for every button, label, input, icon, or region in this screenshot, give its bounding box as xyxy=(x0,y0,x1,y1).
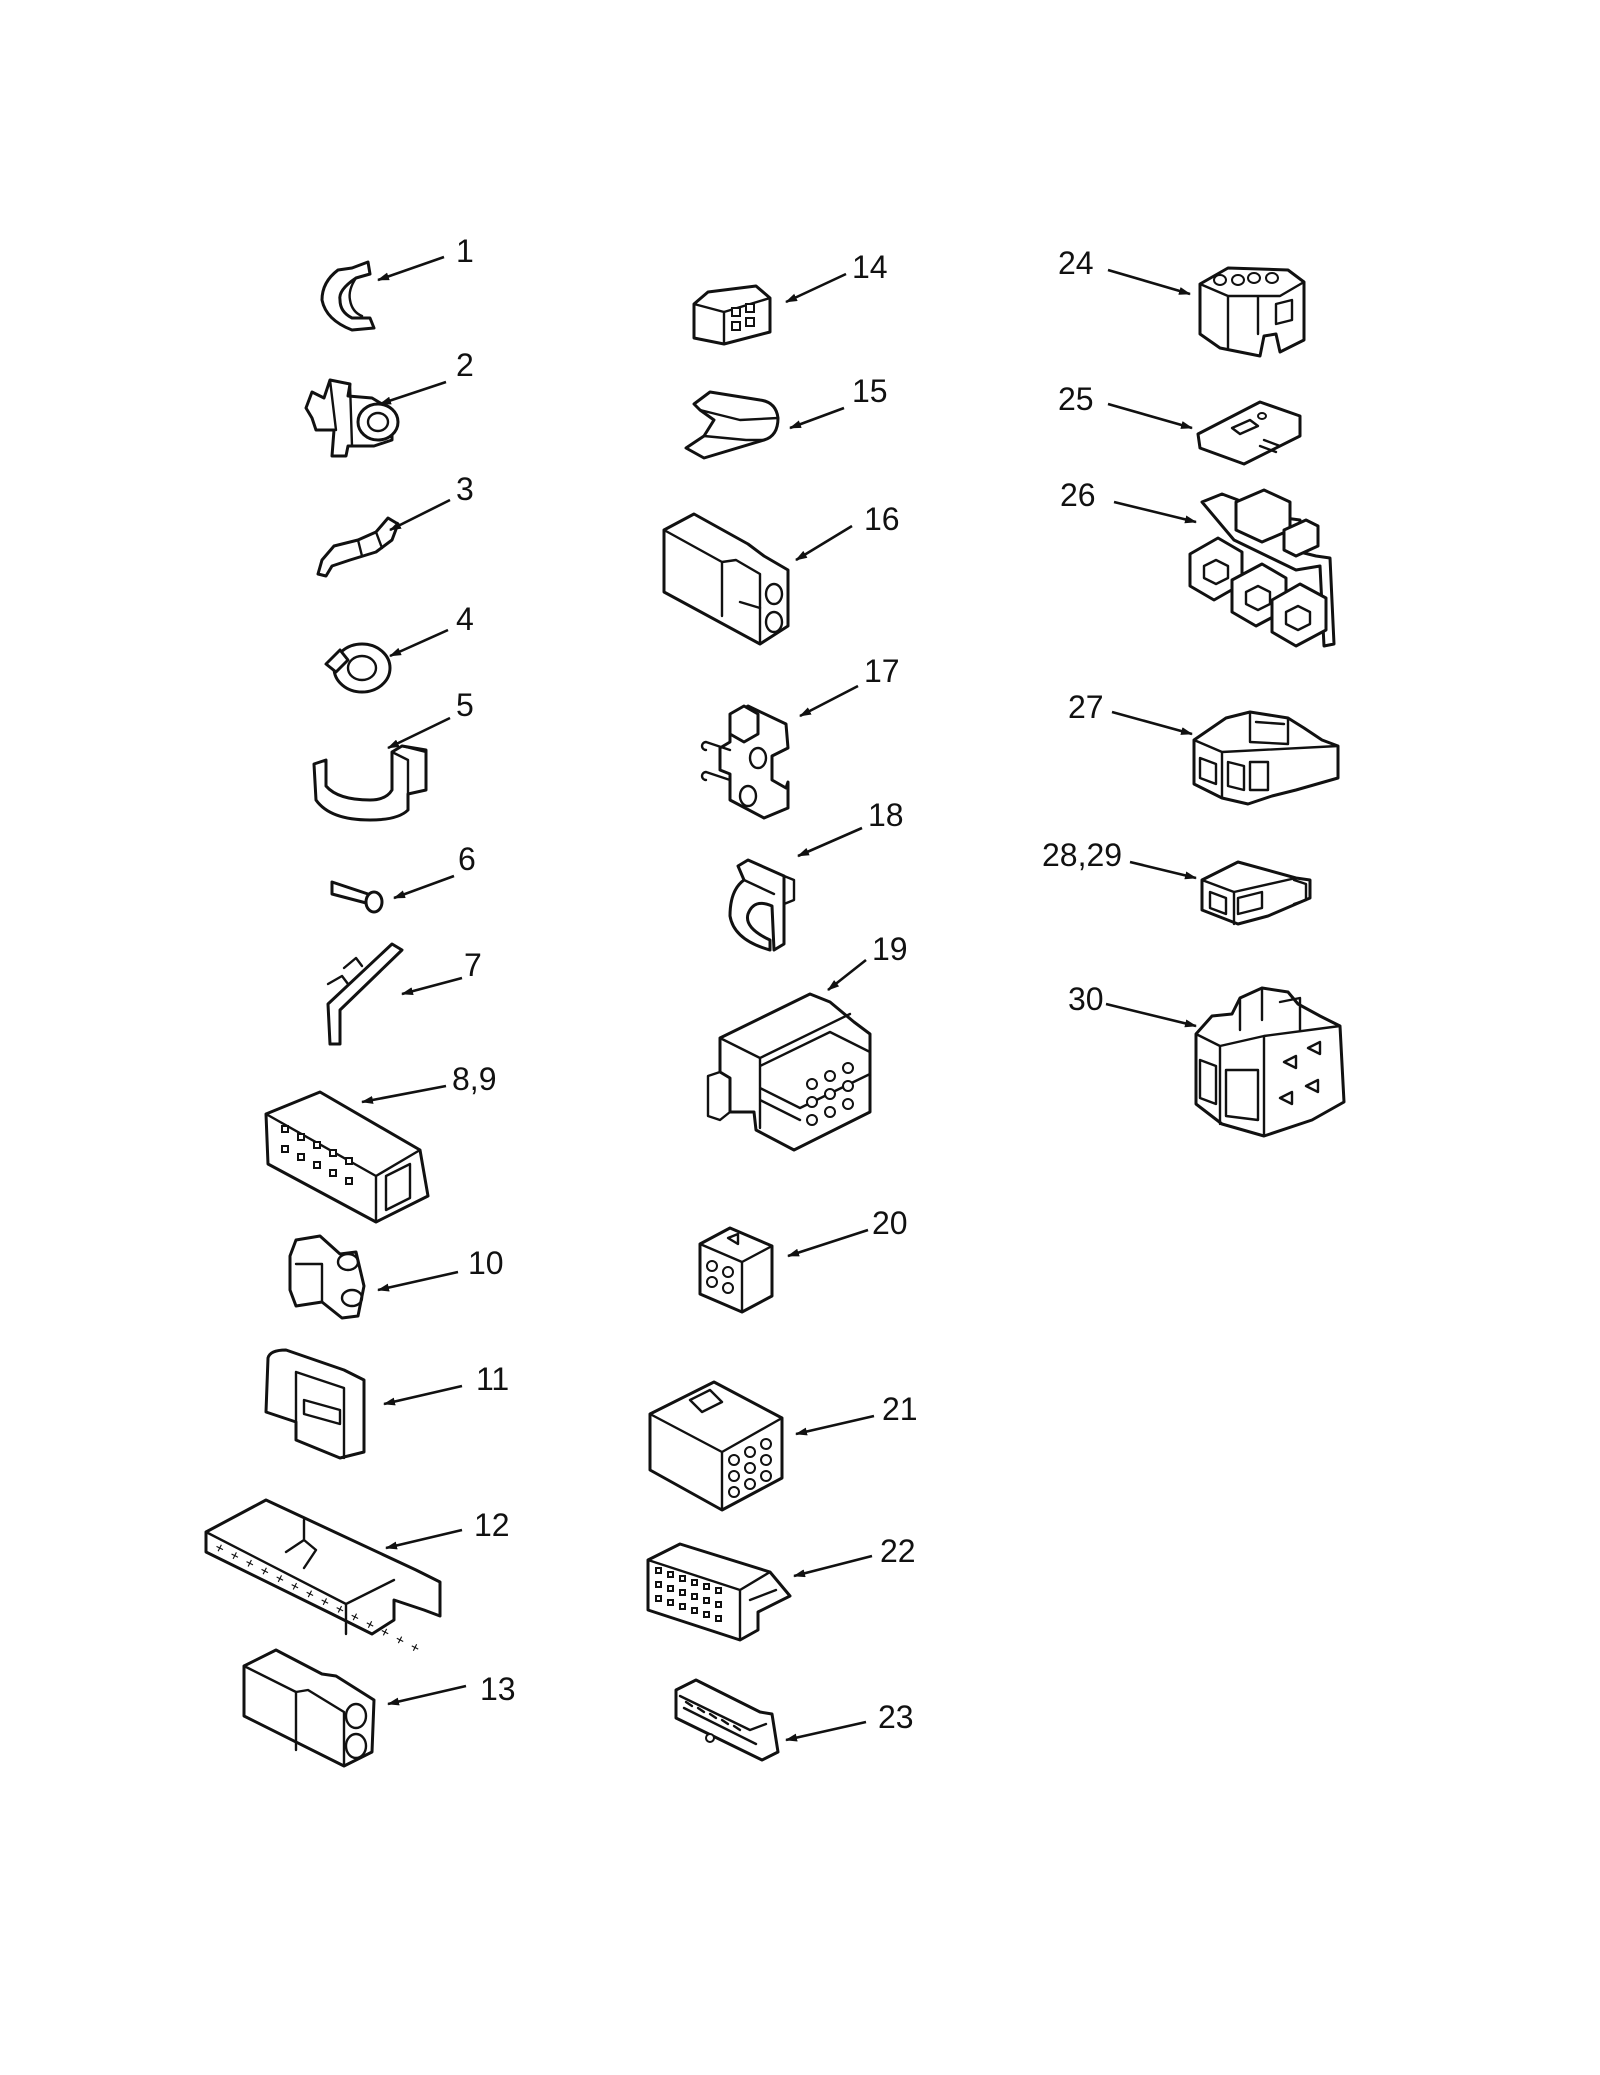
part-30-relay-socket xyxy=(1194,986,1346,1138)
part-21-holes xyxy=(728,1438,772,1498)
part-12-callout: 12 xyxy=(474,1507,510,1543)
part-14-callout: 14 xyxy=(852,249,888,285)
part-21-block xyxy=(648,1380,784,1512)
part-1-callout: 1 xyxy=(456,233,474,269)
part-3-callout: 3 xyxy=(456,471,474,507)
part-15-callout: 15 xyxy=(852,373,888,409)
part-23-connector xyxy=(674,1678,780,1762)
part-27-leader xyxy=(1111,710,1193,736)
part-1-clip xyxy=(320,260,376,332)
part-20-block xyxy=(698,1226,774,1314)
part-30-callout: 30 xyxy=(1068,981,1104,1017)
part-28-29-housing xyxy=(1200,860,1312,926)
part-16-callout: 16 xyxy=(864,501,900,537)
part-4-leader xyxy=(389,628,449,658)
part-20-leader xyxy=(787,1228,869,1258)
part-11-housing xyxy=(264,1348,366,1460)
part-22-connector xyxy=(646,1542,792,1642)
part-19-holes xyxy=(806,1062,854,1126)
part-23-leader xyxy=(785,1720,867,1742)
part-14-connector xyxy=(692,284,772,346)
part-7-leader xyxy=(401,976,463,996)
part-4-clip xyxy=(324,642,392,694)
part-16-housing xyxy=(662,512,790,646)
part-2-callout: 2 xyxy=(456,347,474,383)
part-19-callout: 19 xyxy=(872,931,908,967)
part-14-leader xyxy=(785,272,847,304)
part-26-callout: 26 xyxy=(1060,477,1096,513)
part-27-callout: 27 xyxy=(1068,689,1104,725)
part-20-callout: 20 xyxy=(872,1205,908,1241)
part-4-callout: 4 xyxy=(456,601,474,637)
part-3-leader xyxy=(389,498,451,532)
part-25-leader xyxy=(1107,402,1193,430)
part-18-clip xyxy=(728,858,796,952)
part-30-terminals xyxy=(1278,1040,1322,1106)
part-27-connector xyxy=(1192,710,1340,806)
part-3-clip xyxy=(316,516,400,578)
part-25-plate xyxy=(1196,400,1302,466)
part-12-strip: + + + + + + + + + + + + + + xyxy=(204,1498,442,1657)
part-16-leader xyxy=(795,524,853,562)
part-13-housing xyxy=(242,1648,376,1768)
part-6-leader xyxy=(393,874,455,900)
part-19-connector xyxy=(706,992,872,1152)
part-5-leader xyxy=(387,716,451,750)
part-17-callout: 17 xyxy=(864,653,900,689)
part-15-leader xyxy=(789,406,845,430)
part-11-leader xyxy=(383,1384,463,1406)
part-19-leader xyxy=(827,958,867,992)
part-5-callout: 5 xyxy=(456,687,474,723)
part-22-pins xyxy=(655,1567,722,1622)
part-12-leader xyxy=(385,1528,463,1550)
part-10-leader xyxy=(377,1270,459,1292)
part-22-leader xyxy=(793,1554,873,1578)
part-24-relay-block xyxy=(1198,266,1306,358)
part-6-callout: 6 xyxy=(458,841,476,877)
part-28-29-callout: 28,29 xyxy=(1042,837,1122,873)
part-8-9-callout: 8,9 xyxy=(452,1061,496,1097)
part-2-leader xyxy=(379,380,447,406)
part-18-leader xyxy=(797,826,863,858)
part-6-pin xyxy=(330,880,384,914)
part-15-sleeve xyxy=(684,390,780,460)
part-18-callout: 18 xyxy=(868,797,904,833)
part-11-callout: 11 xyxy=(476,1361,509,1397)
part-25-callout: 25 xyxy=(1058,381,1094,417)
part-7-callout: 7 xyxy=(464,947,482,983)
part-13-callout: 13 xyxy=(480,1671,516,1707)
part-17-pin-block xyxy=(700,704,790,820)
part-10-connector xyxy=(288,1234,366,1320)
part-24-leader xyxy=(1107,268,1191,296)
part-26-leader xyxy=(1113,500,1197,524)
part-17-leader xyxy=(799,684,859,718)
part-7-bracket xyxy=(326,942,404,1046)
part-10-callout: 10 xyxy=(468,1245,504,1281)
part-24-callout: 24 xyxy=(1058,245,1094,281)
part-8-9-connector xyxy=(264,1090,430,1224)
part-13-leader xyxy=(387,1684,467,1706)
part-21-leader xyxy=(795,1414,875,1436)
part-2-clip xyxy=(304,378,400,458)
part-8-9-leader xyxy=(361,1084,447,1104)
part-5-clamp xyxy=(312,744,428,822)
part-28-29-leader xyxy=(1129,860,1197,880)
part-1-leader xyxy=(377,255,445,282)
part-8-9-pin-holes xyxy=(281,1125,353,1185)
part-26-socket-bracket xyxy=(1188,488,1336,648)
part-30-leader xyxy=(1105,1002,1197,1028)
part-23-callout: 23 xyxy=(878,1699,914,1735)
part-21-callout: 21 xyxy=(882,1391,918,1427)
part-22-callout: 22 xyxy=(880,1533,916,1569)
